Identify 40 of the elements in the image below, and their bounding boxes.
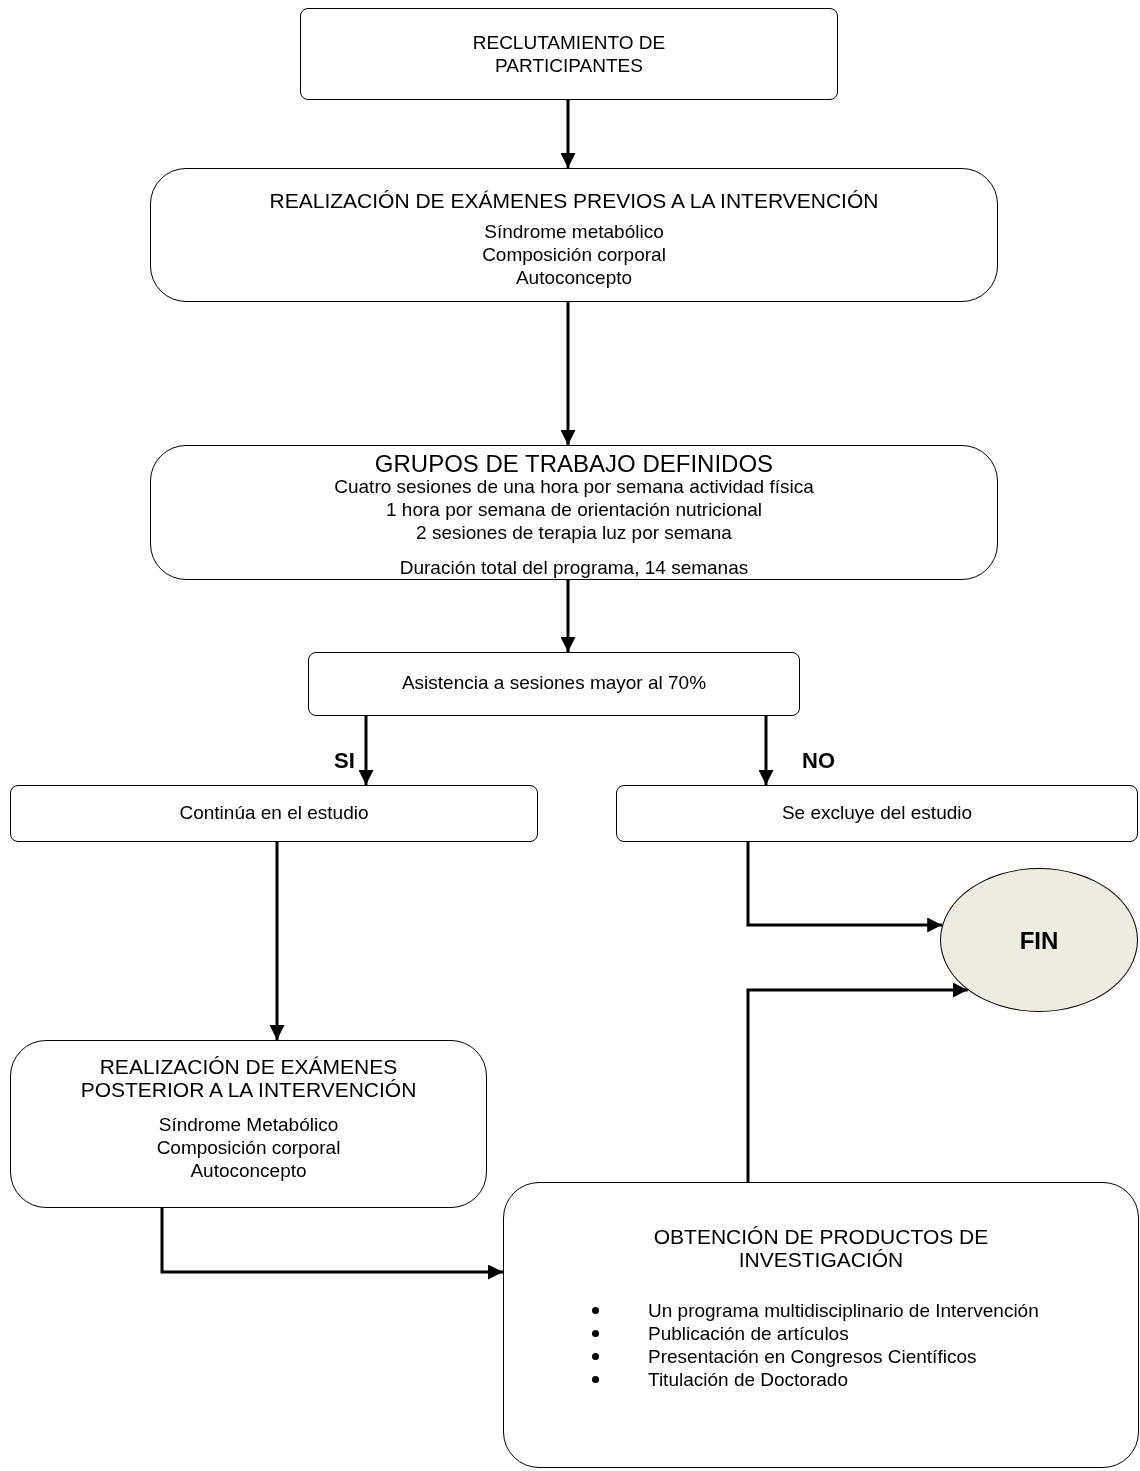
process-box bbox=[10, 1040, 487, 1208]
arrow bbox=[358, 716, 374, 785]
arrow bbox=[160, 1208, 503, 1280]
box-line: Composición corporal bbox=[155, 1136, 342, 1159]
end-label: FIN bbox=[1019, 928, 1059, 952]
box-heading: REALIZACIÓN DE EXÁMENES POSTERIOR A LA INTERVENCIÓN bbox=[79, 1055, 418, 1101]
list-item: Titulación de Doctorado bbox=[648, 1368, 848, 1391]
process-box bbox=[10, 785, 538, 842]
list-item: Presentación en Congresos Científicos bbox=[648, 1345, 977, 1368]
arrow bbox=[560, 100, 576, 168]
process-box bbox=[300, 8, 838, 100]
box-line: 2 sesiones de terapia luz por semana bbox=[415, 521, 733, 544]
box-line: 1 hora por semana de orientación nutricional bbox=[385, 498, 763, 521]
arrow bbox=[269, 842, 285, 1040]
box-heading: RECLUTAMIENTO DE PARTICIPANTES bbox=[471, 31, 667, 77]
box-label: Asistencia a sesiones mayor al 70% bbox=[400, 671, 708, 694]
arrow bbox=[560, 302, 576, 445]
process-box bbox=[616, 785, 1138, 842]
box-heading: REALIZACIÓN DE EXÁMENES PREVIOS A LA INTERVENCIÓN bbox=[268, 189, 880, 212]
process-box bbox=[150, 168, 998, 302]
arrow bbox=[758, 716, 774, 785]
arrow bbox=[560, 580, 576, 652]
process-box bbox=[150, 445, 998, 580]
box-line: Síndrome Metabólico bbox=[157, 1113, 340, 1136]
list-item: Publicación de artículos bbox=[648, 1322, 849, 1345]
box-line: Duración total del programa, 14 semanas bbox=[398, 556, 750, 579]
process-box bbox=[503, 1182, 1139, 1468]
box-line: Autoconcepto bbox=[189, 1159, 308, 1182]
box-line: Composición corporal bbox=[481, 243, 667, 266]
list-item: Un programa multidisciplinario de Intervención bbox=[648, 1299, 1039, 1322]
box-line: Síndrome metabólico bbox=[483, 220, 665, 243]
box-label: Se excluye del estudio bbox=[780, 801, 974, 824]
box-line: Cuatro sesiones de una hora por semana actividad física bbox=[333, 475, 815, 498]
arrow bbox=[746, 982, 968, 1182]
box-label: Continúa en el estudio bbox=[178, 801, 370, 824]
arrow bbox=[746, 842, 943, 933]
box-line: Autoconcepto bbox=[514, 266, 634, 289]
process-box bbox=[308, 652, 800, 716]
box-heading: GRUPOS DE TRABAJO DEFINIDOS bbox=[373, 452, 775, 475]
box-heading: OBTENCIÓN DE PRODUCTOS DE INVESTIGACIÓN bbox=[652, 1225, 990, 1271]
